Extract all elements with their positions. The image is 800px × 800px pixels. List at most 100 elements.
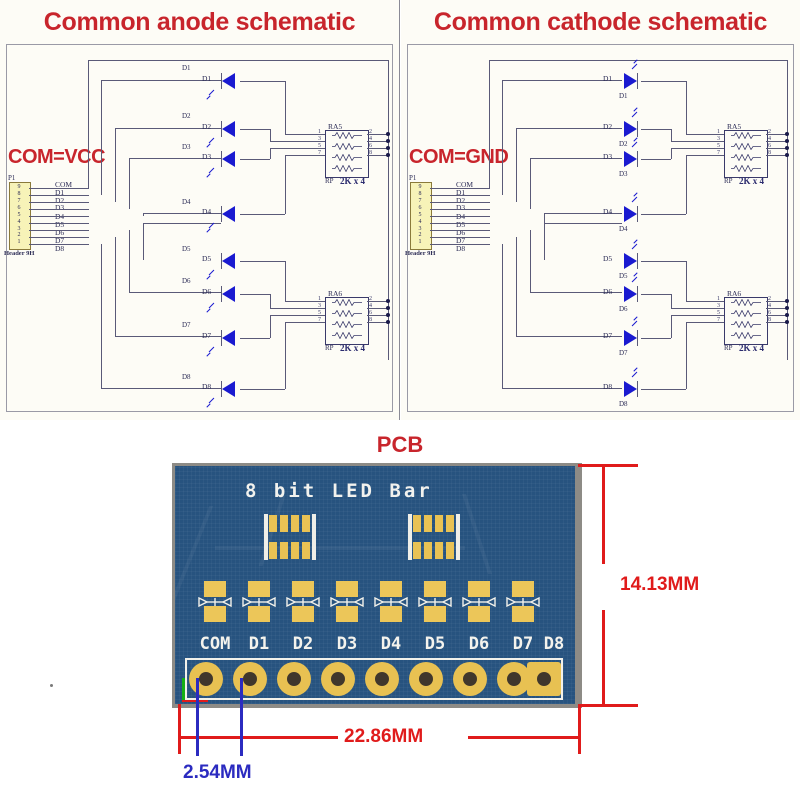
dim-width-tick-right <box>578 704 581 754</box>
pcb-led-footprint-4 <box>330 579 364 624</box>
led-designator-d1: D1 <box>182 64 191 72</box>
respack-ra6-pin-8: 8 <box>369 317 372 323</box>
pcb-led-footprint-6 <box>418 579 452 624</box>
com-label-gnd: COM=GND <box>409 146 509 168</box>
led-net-d7-cc: D7 <box>603 331 613 340</box>
led-symbol-d1 <box>206 70 240 100</box>
connector-pin-3-right: 3 <box>418 226 422 232</box>
connector-net-d5: D5 <box>55 220 65 229</box>
led-symbol-d2 <box>206 118 240 148</box>
led-designator-d4: D4 <box>182 198 191 206</box>
dim-height-label: 14.13MM <box>620 574 700 595</box>
connector-net-d3-right: D3 <box>456 203 466 212</box>
respack-ra6-pin-6-cc: 6 <box>768 310 771 316</box>
connector-pin-2: 2 <box>17 232 21 238</box>
pcb-silkscreen-title: 8 bit LED Bar <box>245 480 433 502</box>
respack-ra5-pin-3: 3 <box>318 136 321 142</box>
led-net-d3: D3 <box>202 152 212 161</box>
connector-net-d8-right: D8 <box>456 244 466 253</box>
respack-ra5-pin-5-cc: 5 <box>717 143 720 149</box>
led-symbol-d4-cc <box>619 192 641 225</box>
led-designator-d8: D8 <box>182 373 191 381</box>
connector-pin-5-right: 5 <box>418 212 422 218</box>
origin-axis-y <box>182 678 185 700</box>
respack-ra6-pin-7-cc: 7 <box>717 317 720 323</box>
respack-ra6-body <box>325 297 369 345</box>
schematic-title-common-anode: Common anode schematic <box>43 8 356 36</box>
connector-net-d3: D3 <box>55 203 65 212</box>
respack-ra6-pin-4: 4 <box>369 303 372 309</box>
pcb-board: 8 bit LED Bar <box>175 466 575 704</box>
pcb-title: PCB <box>376 432 424 457</box>
led-designator-d2-cc: D2 <box>619 140 628 148</box>
pcb-respack-footprint-2 <box>408 514 460 560</box>
pcb-pin-label-d8: D8 <box>543 634 565 654</box>
respack-ra6-pin-1: 1 <box>318 296 321 302</box>
dim-height-line-bottom <box>602 610 605 706</box>
schematic-panel-common-cathode: Common cathode schematic COM=GND P1 Head… <box>401 0 800 420</box>
respack-ra5-pin-3-cc: 3 <box>717 136 720 142</box>
dim-width-label: 22.86MM <box>344 726 424 747</box>
connector-pin-4: 4 <box>17 219 21 225</box>
led-symbol-d8 <box>206 378 240 408</box>
connector-footprint-label-right: Header 9H <box>405 250 436 257</box>
led-designator-d5-cc: D5 <box>619 272 628 280</box>
com-label-vcc: COM=VCC <box>8 146 106 168</box>
connector-pin-9: 9 <box>17 184 21 190</box>
connector-pin-2-right: 2 <box>418 232 422 238</box>
dim-pitch-label: 2.54MM <box>183 762 252 783</box>
pcb-header-outline <box>185 658 563 700</box>
pcb-pin-label-d7: D7 <box>512 634 534 654</box>
connector-net-com-right: COM <box>456 180 474 189</box>
connector-name-p1-right: P1 <box>409 174 417 182</box>
respack-name-ra6-cc: RA6 <box>727 289 742 298</box>
respack-ra5-pin-7: 7 <box>318 150 321 156</box>
connector-net-d7: D7 <box>55 236 65 245</box>
led-designator-d7-cc: D7 <box>619 349 628 357</box>
respack-ra5-prefix-cc: RP <box>724 177 733 185</box>
led-net-d6-cc: D6 <box>603 287 613 296</box>
led-symbol-d6 <box>206 283 240 313</box>
respack-ra6-pin-2: 2 <box>369 296 372 302</box>
led-net-d3-cc: D3 <box>603 152 613 161</box>
led-designator-d5: D5 <box>182 245 191 253</box>
led-net-d8: D8 <box>202 382 212 391</box>
dim-pitch-tick-left <box>196 678 199 756</box>
respack-ra5-pin-1: 1 <box>318 129 321 135</box>
respack-ra6-prefix-cc: RP <box>724 344 733 352</box>
pcb-inner-trace-2 <box>215 546 465 550</box>
connector-pin-3: 3 <box>17 226 21 232</box>
led-designator-d3-cc: D3 <box>619 170 628 178</box>
pcb-led-footprint-5 <box>374 579 408 624</box>
respack-ra5-prefix: RP <box>325 177 334 185</box>
connector-footprint-label: Header 9H <box>4 250 35 257</box>
pcb-pin-label-com: COM <box>199 634 231 654</box>
dim-pitch-tick-right <box>240 678 243 756</box>
led-net-d5: D5 <box>202 254 212 263</box>
respack-ra6-pin-6: 6 <box>369 310 372 316</box>
led-symbol-d3-cc <box>619 137 641 170</box>
connector-net-d2: D2 <box>55 196 65 205</box>
schematic-panel-common-anode: Common anode schematic COM=VCC P1 Header… <box>0 0 400 420</box>
respack-ra6-pin-3-cc: 3 <box>717 303 720 309</box>
led-designator-d7: D7 <box>182 321 191 329</box>
led-net-d1-cc: D1 <box>603 74 613 83</box>
led-net-d4: D4 <box>202 207 212 216</box>
pcb-through-hole-com <box>189 662 223 696</box>
respack-ra6-pin-3: 3 <box>318 303 321 309</box>
respack-ra5-pin-2-cc: 2 <box>768 129 771 135</box>
connector-pin-6-right: 6 <box>418 205 422 211</box>
led-net-d6: D6 <box>202 287 212 296</box>
schematic-frame-right <box>407 44 794 412</box>
connector-net-d2-right: D2 <box>456 196 466 205</box>
pcb-pin-label-d1: D1 <box>248 634 270 654</box>
led-symbol-d2-cc <box>619 107 641 140</box>
respack-ra5-value: 2K x 4 <box>340 176 366 186</box>
pcb-pin-label-d6: D6 <box>468 634 490 654</box>
connector-pin-4-right: 4 <box>418 219 422 225</box>
dim-height-tick-bottom <box>578 704 638 707</box>
dim-width-line-left <box>178 736 338 739</box>
pcb-pin-label-d2: D2 <box>292 634 314 654</box>
respack-ra6-pin-2-cc: 2 <box>768 296 771 302</box>
dim-height-line-top <box>602 464 605 564</box>
